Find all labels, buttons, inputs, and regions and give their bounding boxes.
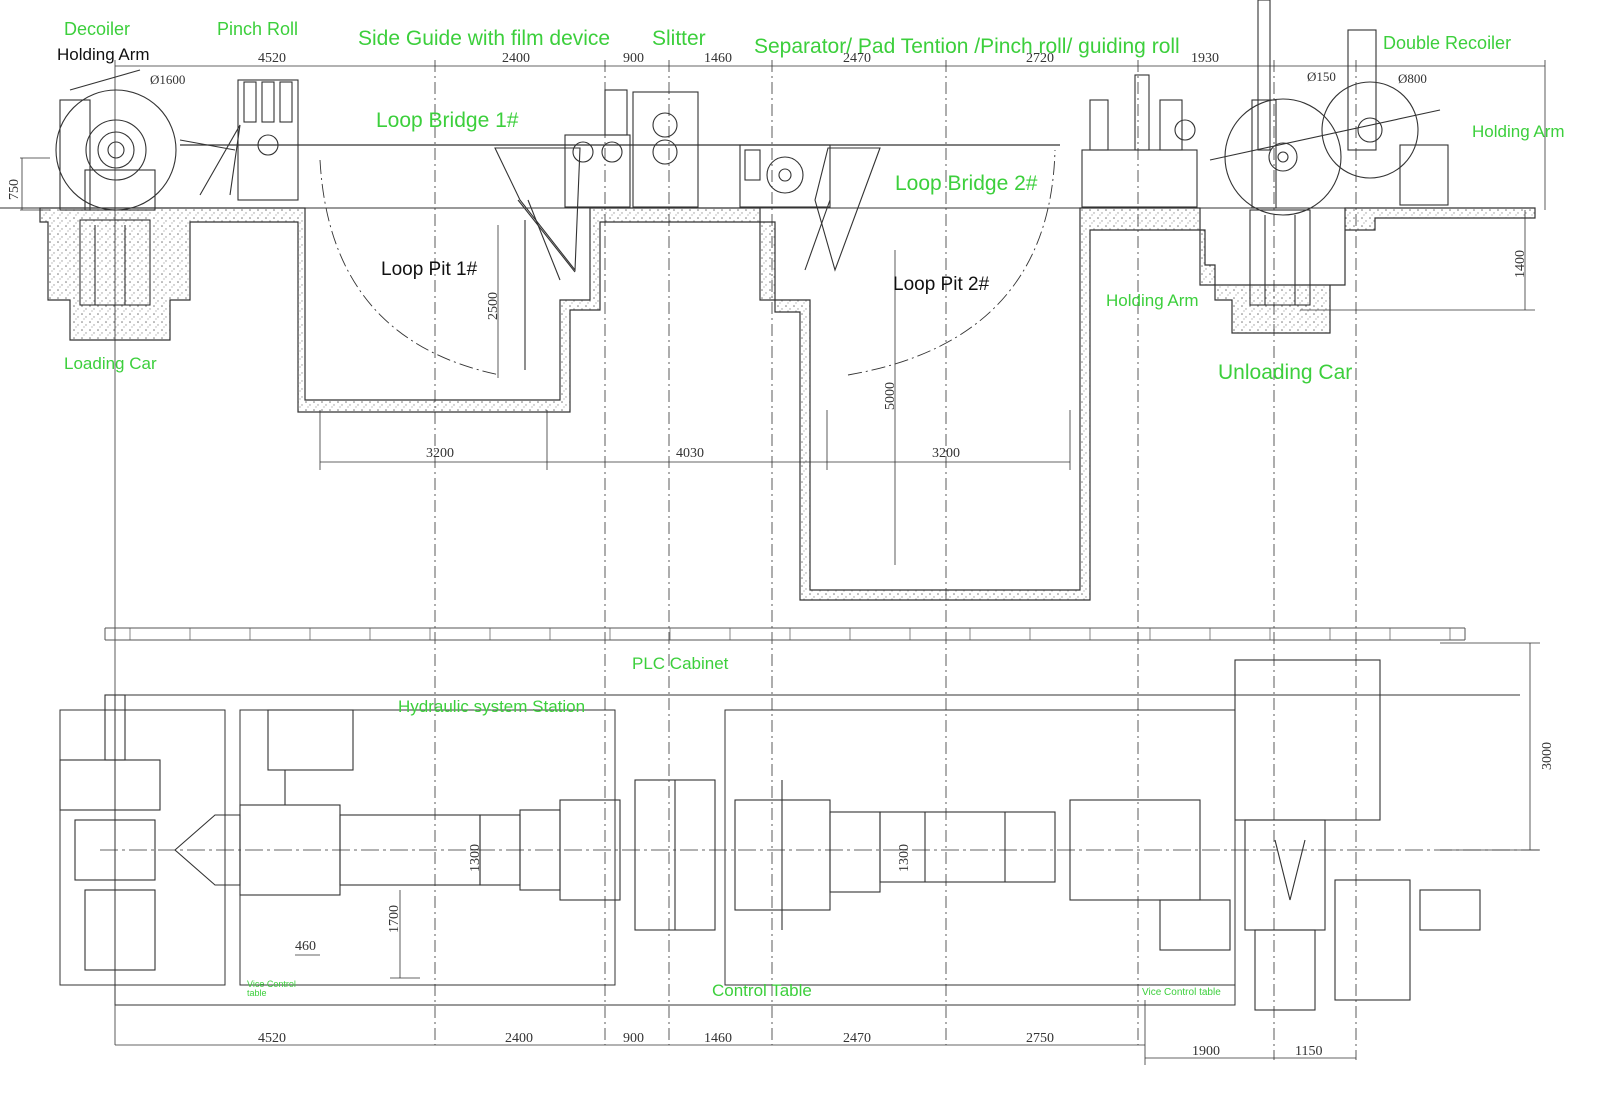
loop-bridge-1 [494,147,581,370]
separator-label: Separator/ Pad Tention /Pinch roll/ guid… [754,35,1180,58]
dim-top-3: 900 [623,51,644,66]
decoiler-label: Decoiler [64,19,131,39]
loop-pit-2-label: Loop Pit 2# [893,274,990,295]
slitter-machine [564,89,699,208]
loop-pit-1-label: Loop Pit 1# [381,259,478,280]
dim-top-6: 2720 [1026,51,1054,66]
dim-top-1: 4520 [258,51,286,66]
rail-track [104,627,1466,641]
dim-bottom-5: 2470 [843,1031,871,1046]
dim-top-7: 1930 [1191,51,1219,66]
unloading-car-label: Unloading Car [1218,361,1353,384]
dim-top-4: 1460 [704,51,732,66]
dim-bottom-7: 1900 [1192,1044,1220,1059]
dim-top-5: 2470 [843,51,871,66]
dim-diam-150: Ø150 [1307,69,1336,84]
dim-pit-3: 3200 [932,446,960,461]
plc-cabinet-label: PLC Cabinet [632,654,729,673]
loading-car-label: Loading Car [64,354,157,373]
dim-h-750: 750 [7,179,22,200]
decoiler-machine [55,69,177,306]
pinch-roll-label: Pinch Roll [217,19,299,39]
dim-bottom-6: 2750 [1026,1031,1054,1046]
bottom-dimension-line [115,642,1540,1065]
separator-machine [739,144,881,272]
dim-bottom-2: 2400 [505,1031,533,1046]
dim-h-2500: 2500 [486,292,501,320]
dim-bottom-8: 1150 [1295,1044,1323,1059]
pinch-roll-machine [179,79,299,201]
holding-arm-right-label: Holding Arm [1472,122,1565,141]
double-recoiler-label: Double Recoiler [1383,33,1512,53]
loop-bridge-1-label: Loop Bridge 1# [376,109,519,132]
dim-pit-1: 3200 [426,446,454,461]
dim-h-5000: 5000 [883,382,898,410]
dim-top-2: 2400 [502,51,530,66]
slitter-label: Slitter [652,27,706,50]
dim-w-1300-a: 1300 [468,844,483,872]
dim-bottom-1: 4520 [258,1031,286,1046]
holding-arm-left-label: Holding Arm [57,45,150,64]
hydraulic-station-label: Hydraulic system Station [398,697,586,716]
dim-diam-800: Ø800 [1398,71,1427,86]
dim-w-460: 460 [295,939,316,954]
dim-w-1300-b: 1300 [897,844,912,872]
vice-control-table-right-label: Vice Control table [1142,987,1221,998]
dim-diam-1600: Ø1600 [150,72,186,87]
top-dimension-line [114,60,1546,1060]
dim-bottom-3: 900 [623,1031,644,1046]
dim-bottom-4: 1460 [704,1031,732,1046]
holding-arm-mid-label: Holding Arm [1106,291,1199,310]
foundation [39,207,1536,601]
loop-bridge-2-label: Loop Bridge 2# [895,172,1038,195]
double-recoiler-machine [1209,0,1449,306]
dim-w-1700: 1700 [387,905,402,933]
vice-control-table-left-label: Vice Control table [247,979,296,998]
dim-h-1400: 1400 [1513,250,1528,278]
control-table-label: Control Table [712,981,812,1000]
dim-h-3000: 3000 [1540,742,1555,770]
pinch-guide-unit [1081,74,1198,208]
dim-pit-2: 4030 [676,446,704,461]
plan-machines [59,659,1481,1011]
side-guide-label: Side Guide with film device [358,27,611,50]
